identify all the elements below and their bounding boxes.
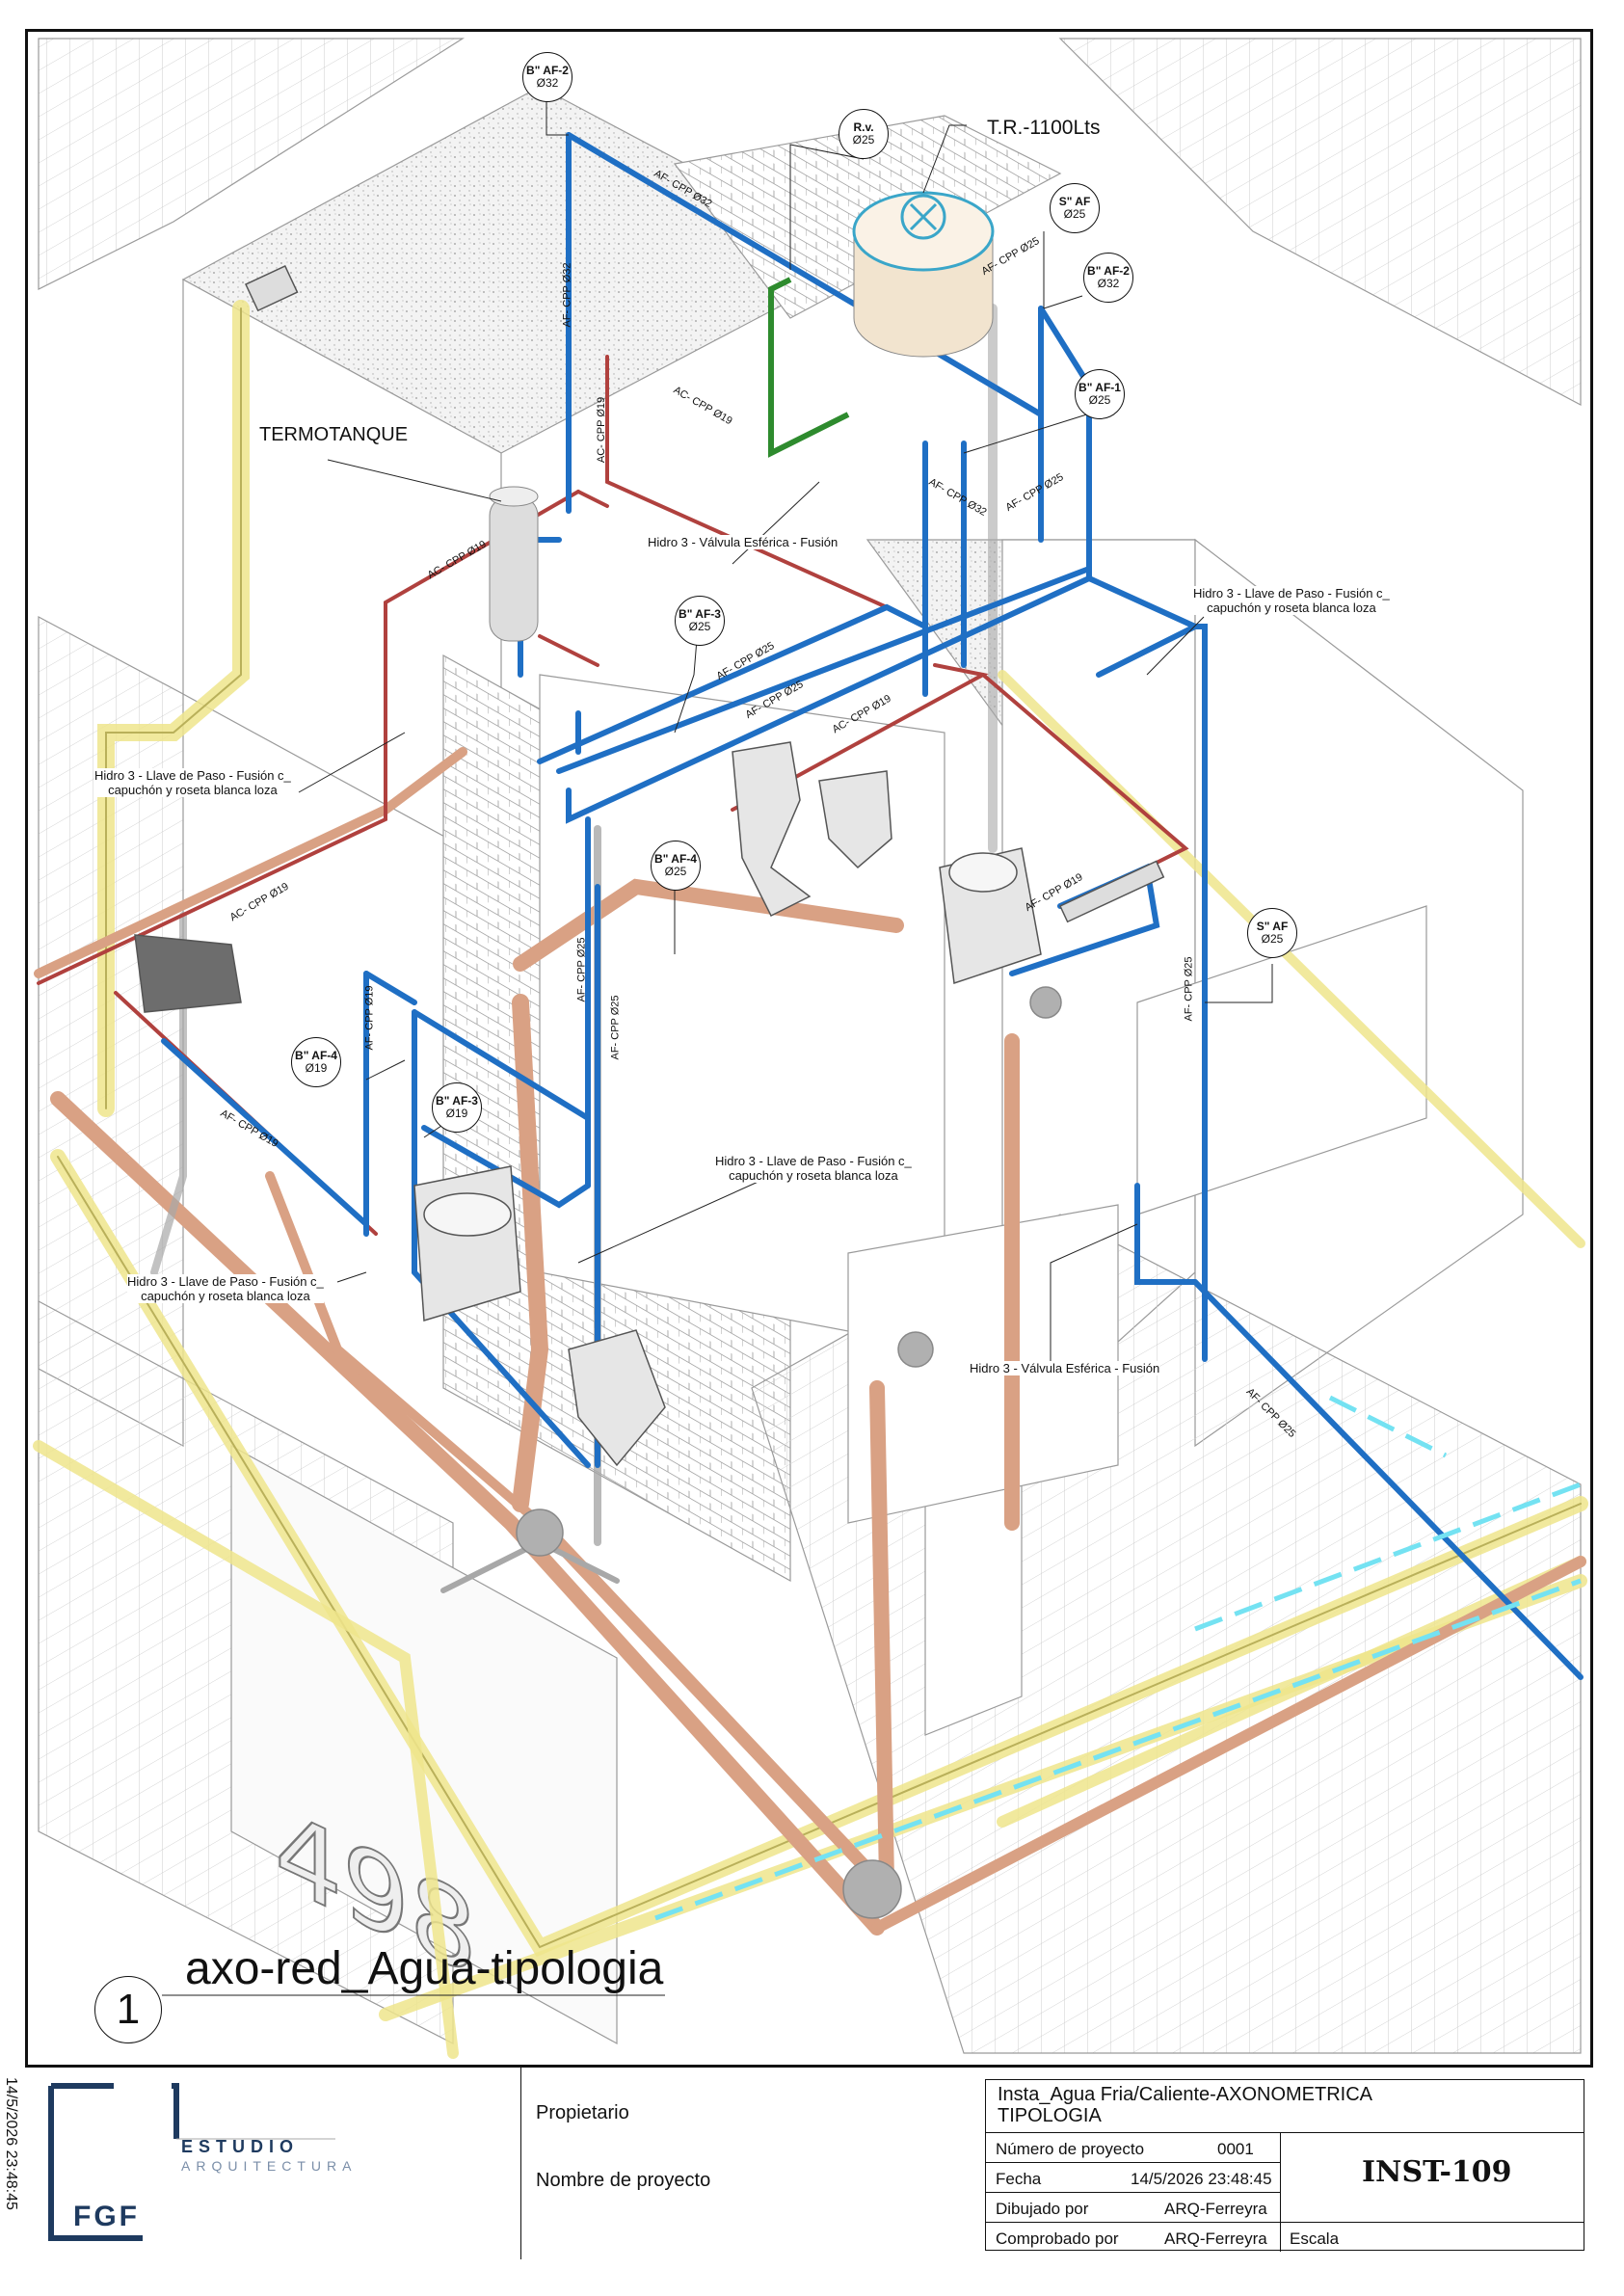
project-number-label: Número de proyecto bbox=[996, 2140, 1145, 2158]
callout-valvula-bottom: Hidro 3 - Válvula Esférica - Fusión bbox=[970, 1361, 1160, 1375]
sheet-info-grid: Insta_Agua Fria/Caliente-AXONOMETRICA TI… bbox=[985, 2079, 1584, 2252]
callout-valvula-top: Hidro 3 - Válvula Esférica - Fusión bbox=[648, 535, 839, 549]
logo-letters: FGF bbox=[73, 2201, 140, 2232]
water-tank bbox=[852, 191, 995, 358]
pipe-label: AF- CPP Ø19 bbox=[363, 985, 376, 1051]
scale-label: Escala bbox=[1290, 2229, 1340, 2248]
pipe-label: AC- CPP Ø19 bbox=[596, 396, 608, 464]
sheet-number: INST-109 bbox=[1362, 2155, 1512, 2189]
sheet-title: Insta_Agua Fria/Caliente-AXONOMETRICA TI… bbox=[998, 2084, 1371, 2126]
sheet-frame bbox=[25, 29, 1593, 2259]
pipe-label: AF- CPP Ø32 bbox=[561, 262, 573, 328]
checked-by: ARQ-Ferreyra bbox=[1164, 2229, 1267, 2248]
logo-word-arquitectura: ARQUITECTURA bbox=[181, 2158, 358, 2174]
pipe-label: AF- CPP Ø25 bbox=[1183, 956, 1195, 1022]
view-number: 1 bbox=[94, 1976, 162, 2043]
callout-llave-left: Hidro 3 - Llave de Paso - Fusión c_capuc… bbox=[94, 768, 291, 797]
project-name-label: Nombre de proyecto bbox=[536, 2170, 711, 2191]
pipe-label: AF- CPP Ø25 bbox=[575, 937, 588, 1002]
cyan-lines bbox=[654, 1395, 1582, 1921]
print-stamp: 14/5/2026 23:48:45 bbox=[3, 2077, 19, 2210]
owner-label: Propietario bbox=[536, 2102, 629, 2123]
studio-logo: ESTUDIO ARQUITECTURA FGF bbox=[46, 2081, 480, 2243]
callout-llave-bottom-left: Hidro 3 - Llave de Paso - Fusión c_capuc… bbox=[127, 1274, 324, 1303]
project-number: 0001 bbox=[1217, 2140, 1254, 2158]
pipe-label: AF- CPP Ø25 bbox=[609, 995, 622, 1060]
drawn-by: ARQ-Ferreyra bbox=[1164, 2200, 1267, 2218]
cold-water-pipes bbox=[161, 132, 1584, 1680]
tag-rv: R.v.Ø25 bbox=[839, 109, 889, 159]
callout-llave-center: Hidro 3 - Llave de Paso - Fusión c_capuc… bbox=[715, 1154, 912, 1183]
view-title: axo-red_Agua-tipologia bbox=[185, 1943, 664, 1994]
checked-by-label: Comprobado por bbox=[996, 2229, 1119, 2248]
date-label: Fecha bbox=[996, 2170, 1042, 2188]
tank-label: T.R.-1100Lts bbox=[987, 117, 1101, 139]
green-pipe bbox=[768, 277, 850, 458]
title-block: ESTUDIO ARQUITECTURA FGF Propietario Nom… bbox=[25, 2065, 1593, 2259]
callout-llave-top-right: Hidro 3 - Llave de Paso - Fusión c_capuc… bbox=[1193, 586, 1390, 615]
date-value: 14/5/2026 23:48:45 bbox=[1131, 2170, 1272, 2188]
tb-divider bbox=[520, 2068, 521, 2259]
vent-pipes bbox=[33, 300, 1588, 2059]
logo-word-estudio: ESTUDIO bbox=[181, 2137, 300, 2156]
water-heater bbox=[489, 486, 539, 642]
heater-label: TERMOTANQUE bbox=[259, 424, 409, 446]
fixtures bbox=[134, 264, 1165, 1919]
drawn-by-label: Dibujado por bbox=[996, 2200, 1089, 2218]
